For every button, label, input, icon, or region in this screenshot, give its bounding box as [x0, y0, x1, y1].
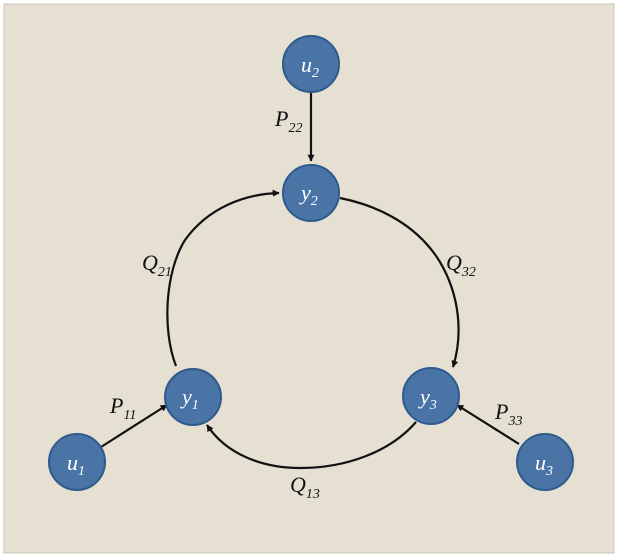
- svg-text:u3: u3: [535, 450, 553, 479]
- edge-labels: P22 Q21 Q32 Q13 P11 P33: [109, 106, 522, 502]
- edge-label-Q21: Q21: [142, 250, 172, 280]
- edge-label-P11: P11: [109, 393, 136, 423]
- node-y3: y3: [402, 367, 460, 425]
- svg-text:y2: y2: [299, 180, 318, 209]
- edge-label-Q32: Q32: [446, 250, 476, 280]
- svg-text:u1: u1: [67, 450, 85, 479]
- svg-text:y3: y3: [418, 384, 437, 413]
- node-y2: y2: [282, 164, 340, 222]
- edge-P11: [100, 404, 168, 448]
- edge-Q32: [339, 196, 460, 368]
- node-u1: u1: [48, 433, 106, 491]
- node-y1: y1: [164, 368, 222, 426]
- edge-label-P33: P33: [494, 399, 522, 429]
- svg-text:y1: y1: [180, 384, 199, 413]
- edge-Q21: [166, 189, 280, 367]
- node-u2: u2: [282, 35, 340, 93]
- edge-P33: [456, 404, 520, 445]
- svg-text:u2: u2: [301, 52, 319, 81]
- edges: [100, 92, 520, 470]
- edge-label-P22: P22: [274, 106, 302, 136]
- edge-label-Q13: Q13: [290, 472, 320, 502]
- node-u3: u3: [516, 433, 574, 491]
- edge-Q13: [206, 421, 417, 470]
